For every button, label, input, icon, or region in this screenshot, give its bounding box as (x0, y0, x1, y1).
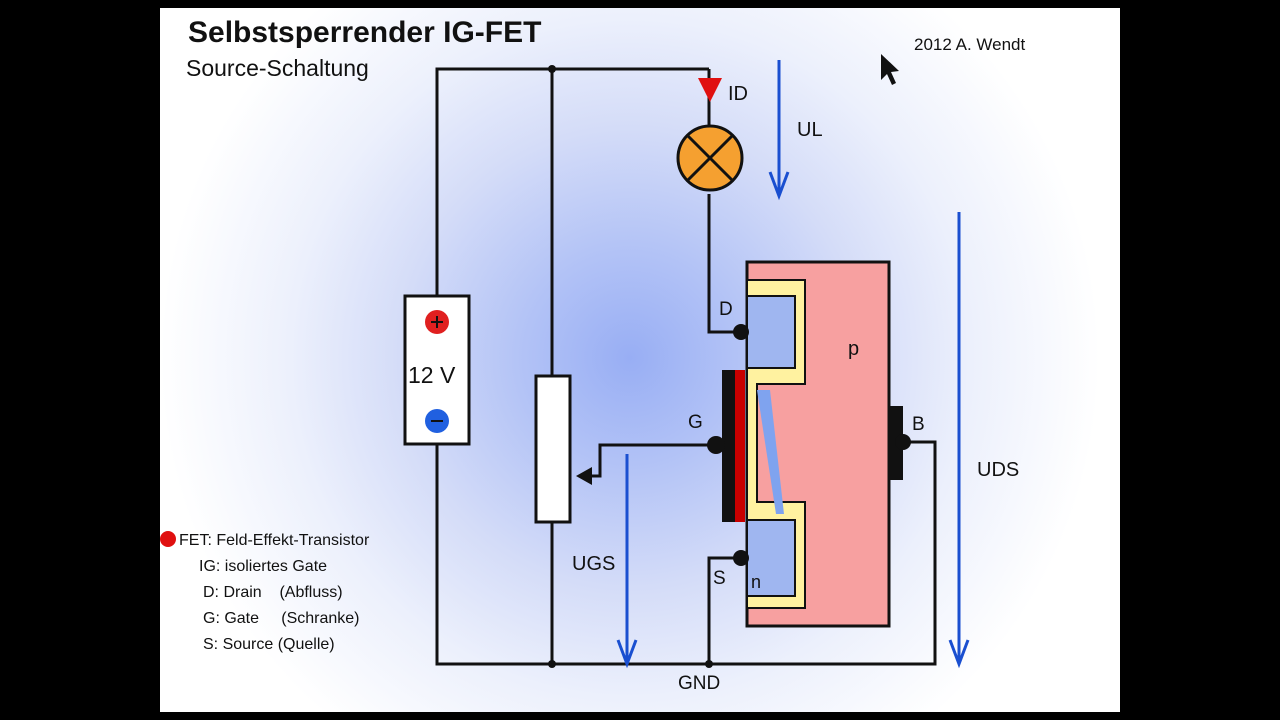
drain-n-region (746, 295, 796, 369)
label-id: ID (728, 83, 748, 105)
gate-insulator (735, 370, 745, 522)
wire-drain (707, 194, 741, 334)
current-arrow-id (698, 78, 722, 102)
gate-electrode (722, 370, 736, 522)
slide: Selbstsperrender IG-FET Source-Schaltung… (160, 8, 1120, 712)
wiper-arrowhead (576, 467, 592, 485)
credit: 2012 A. Wendt (914, 35, 1025, 54)
circuit-diagram: Selbstsperrender IG-FET Source-Schaltung… (160, 16, 1025, 694)
wire-top-left (435, 67, 709, 296)
battery-label: 12 V (408, 362, 456, 388)
gate-contact (707, 436, 725, 454)
label-s: S (713, 568, 726, 589)
subtitle: Source-Schaltung (186, 55, 369, 81)
channel (757, 390, 784, 514)
label-gnd: GND (678, 673, 720, 694)
arrow-ugs-head (616, 639, 638, 669)
label-ul: UL (797, 119, 823, 141)
drain-contact (733, 324, 749, 340)
voltage-arrows (616, 60, 970, 669)
legend: FET: Feld-Effekt-Transistor IG: isoliert… (179, 532, 370, 653)
junctions (548, 65, 713, 668)
potentiometer (534, 374, 572, 524)
contacts (707, 324, 911, 566)
legend-item: S: Source (Quelle) (203, 636, 335, 653)
mouse-cursor-icon (881, 54, 899, 85)
source-contact (733, 550, 749, 566)
junction-top (548, 65, 556, 73)
lamp-cross-b (685, 133, 735, 183)
legend-item: FET: Feld-Effekt-Transistor (179, 532, 370, 549)
label-ugs: UGS (572, 553, 615, 575)
legend-bullet-icon (160, 531, 176, 547)
legend-item: G: Gate (Schranke) (203, 610, 360, 627)
label-p: p (848, 338, 859, 360)
wires (435, 67, 937, 666)
label-g: G (688, 412, 703, 433)
label-uds: UDS (977, 459, 1019, 481)
label-d: D (719, 299, 733, 320)
label-n: n (751, 572, 761, 592)
legend-item: IG: isoliertes Gate (199, 558, 327, 575)
source-n-region (746, 519, 796, 597)
bulk-terminal-contact (895, 434, 911, 450)
title: Selbstsperrender IG-FET (188, 16, 541, 49)
legend-item: D: Drain (Abfluss) (203, 584, 343, 601)
wire-bottom-loop (435, 440, 937, 666)
arrow-ul-head (768, 171, 790, 201)
junction-gnd (705, 660, 713, 668)
label-b: B (912, 414, 925, 435)
arrow-uds-head (948, 639, 970, 669)
wire-gate (590, 443, 713, 478)
wire-source (707, 556, 741, 664)
junction-bottom-pot (548, 660, 556, 668)
